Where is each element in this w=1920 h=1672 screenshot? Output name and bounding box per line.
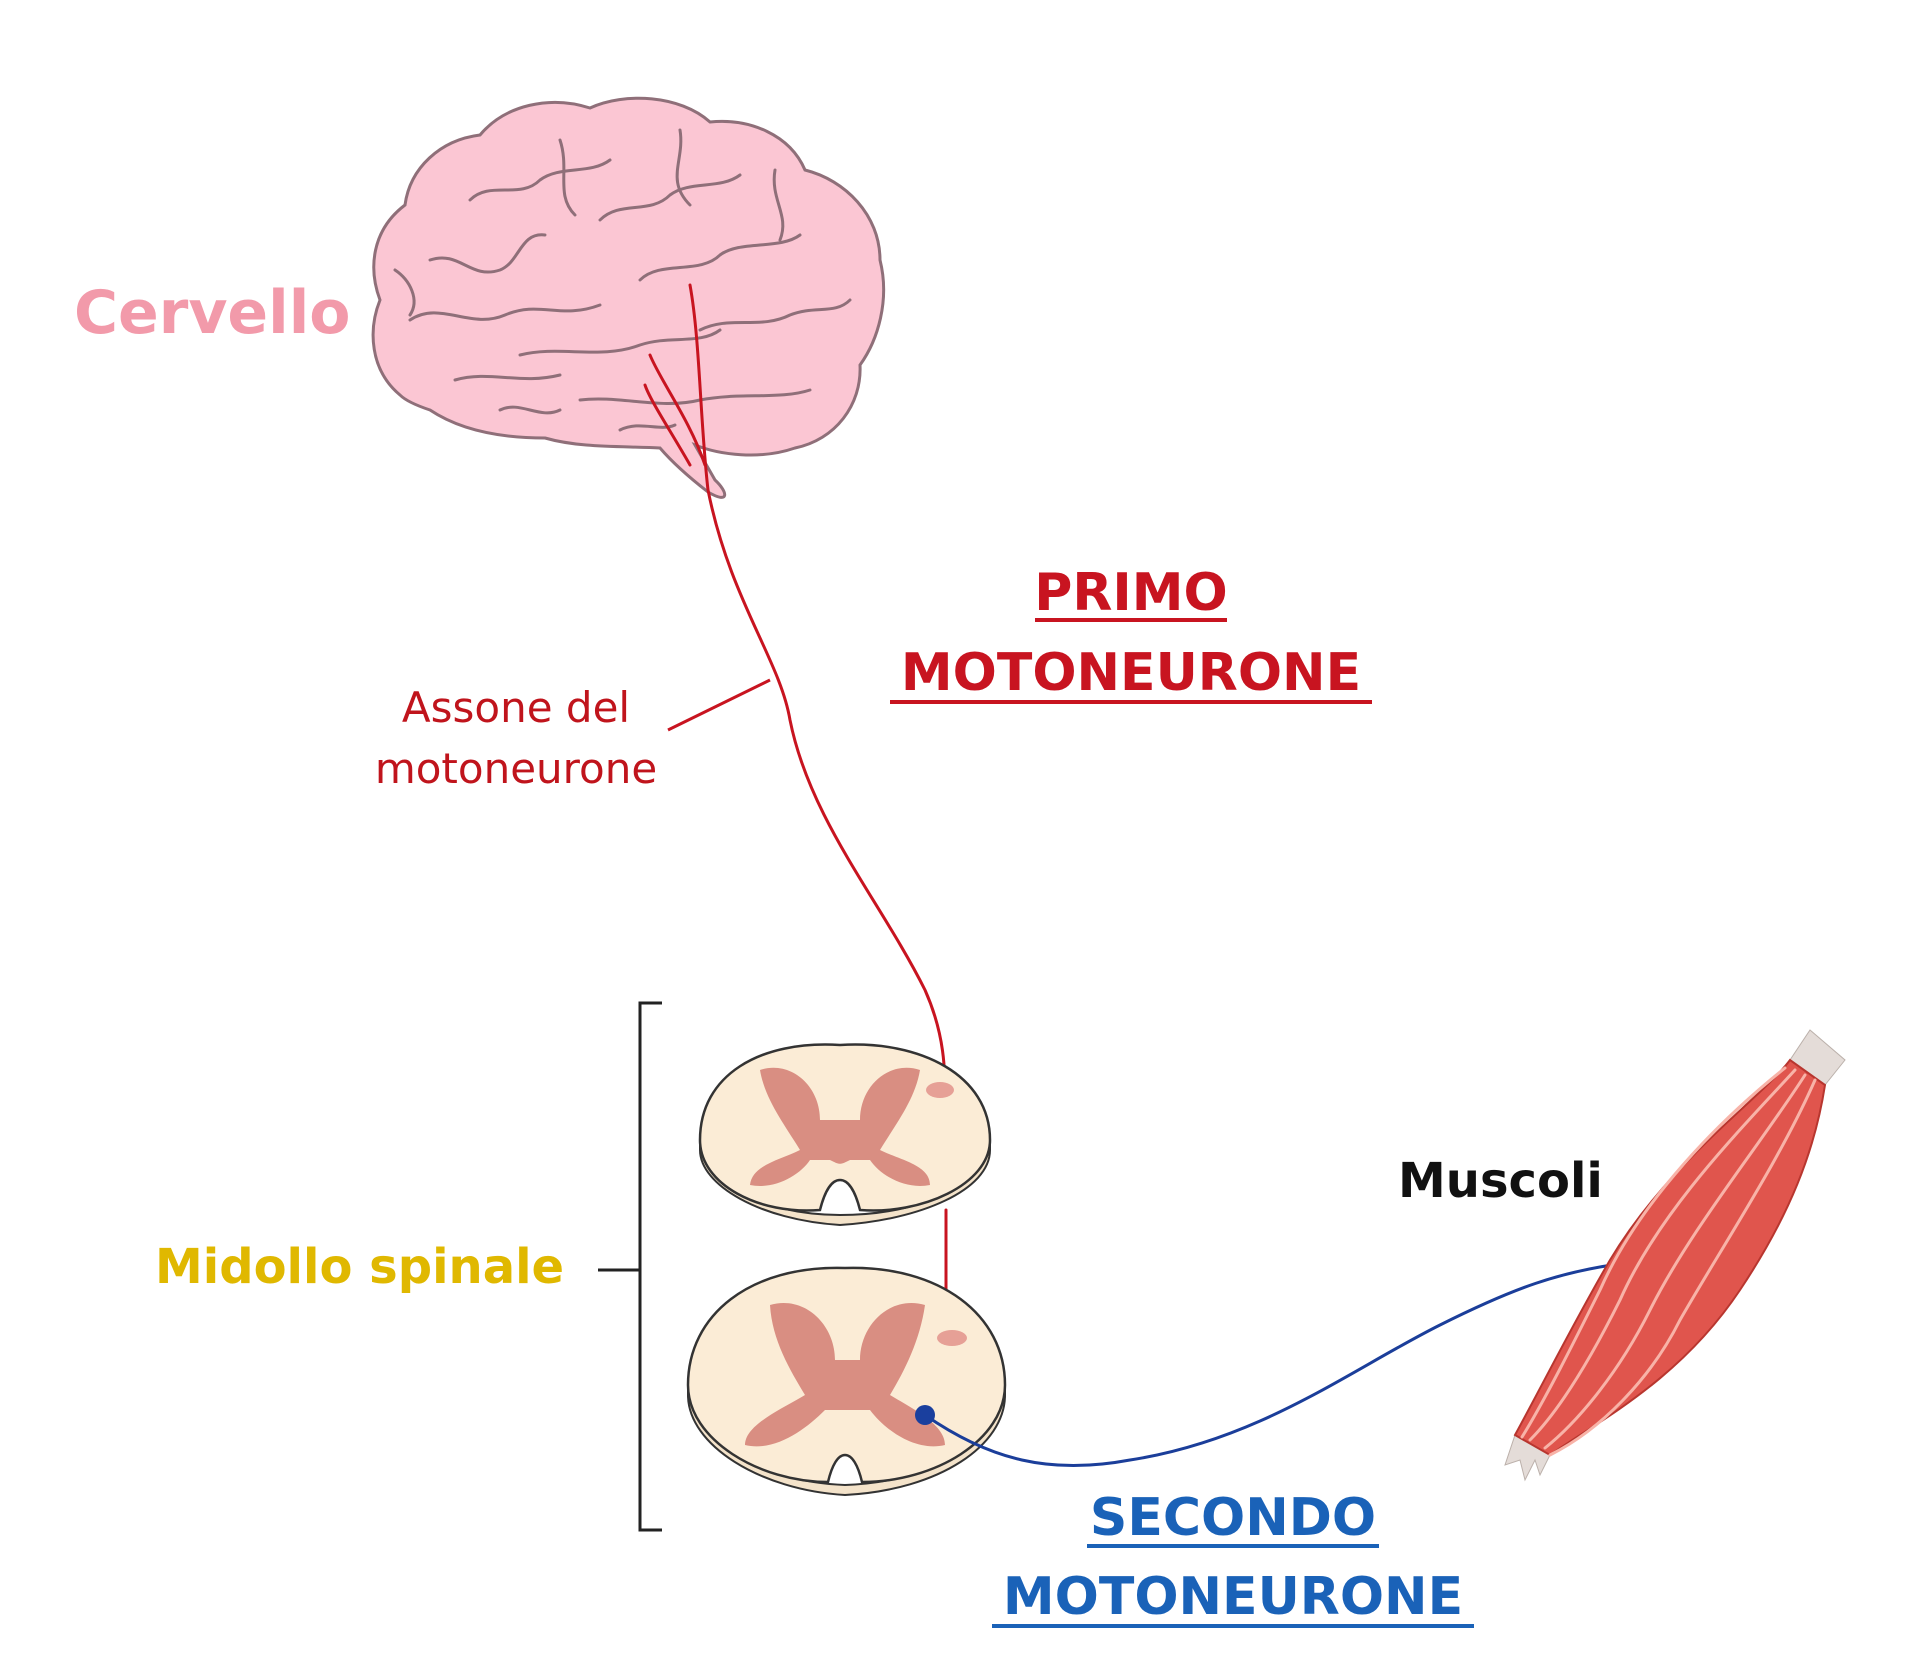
spinal-cord-section-upper [698,1043,992,1227]
axon-label-line2: motoneurone [375,744,657,793]
second-motor-neuron-axon [923,1260,1637,1468]
cord-section-lower-gray-matter [745,1303,945,1447]
cord-section-upper-gray-matter [750,1067,930,1186]
first-neuron-label-line2: MOTONEURONE [901,643,1361,703]
spinal-cord-bracket [598,1001,662,1532]
second-neuron-label-line1: SECONDO [1090,1488,1376,1548]
muscles-label: Muscoli [1398,1153,1603,1209]
second-motor-neuron-cell-body [915,1405,935,1425]
brain-outline [371,96,886,499]
muscle-tendon-bottom [1504,1434,1551,1482]
axon-label-pointer [667,678,771,732]
spinal-cord-section-lower [686,1266,1007,1497]
cord-section-lower-tract [937,1330,967,1346]
axon-label-line1: Assone del [402,683,630,732]
spinal-cord-label: Midollo spinale [155,1239,564,1295]
first-neuron-label-line1: PRIMO [1034,563,1227,623]
cord-section-upper-tract [926,1082,954,1098]
text-labels: Cervello Assone del motoneurone PRIMO MO… [74,278,1603,1628]
muscle-belly [1513,1058,1827,1457]
muscle-fibers [1520,1066,1817,1457]
brain-illustration [371,96,886,499]
second-neuron-label-line2: MOTONEURONE [1003,1567,1463,1627]
muscle-illustration [1504,1029,1846,1482]
brain-gyri [393,128,852,432]
brain-label: Cervello [74,278,350,348]
